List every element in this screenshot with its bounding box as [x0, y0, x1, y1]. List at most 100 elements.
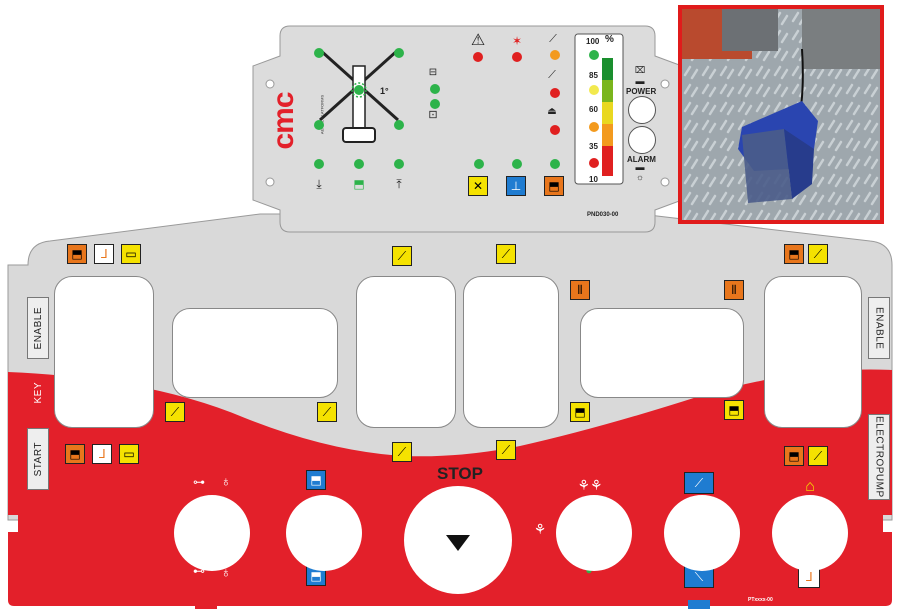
led-basket	[550, 159, 560, 169]
led-emergency	[474, 159, 484, 169]
boom-up-icon: ⟋	[684, 472, 714, 494]
alarm-light-icon: ☼	[635, 171, 645, 182]
weight-kg-icon: ⏏	[547, 106, 557, 117]
led-outrigger-down	[314, 159, 324, 169]
led-tilt-front-left	[314, 48, 324, 58]
boom-icon-top-right: ⟋	[808, 244, 828, 264]
power-off-icon: ⌧	[634, 64, 646, 75]
led-battery-85	[589, 85, 599, 95]
led-outrigger-up	[394, 159, 404, 169]
basket-icon-bottom-left: ⬒	[65, 444, 85, 464]
platform-person-icon: ⬒	[353, 177, 365, 191]
boom-limit-icon: ⟋	[549, 32, 557, 45]
engine-speed-icon: ♁	[220, 473, 232, 489]
alarm-battery-icon: ▬	[635, 161, 645, 172]
battery-icon: ▬	[635, 75, 645, 86]
screen-icon-bottom-left: ▭	[119, 444, 139, 464]
turtle-slow-icon: ●	[585, 563, 593, 577]
led-warning	[473, 52, 483, 62]
cutout-center-right	[463, 276, 559, 428]
display-panel-plate	[252, 25, 683, 233]
screen-icon-top-left: ▭	[121, 244, 141, 264]
scale-60: 60	[589, 105, 598, 114]
led-battery-100	[589, 50, 599, 60]
jib-icon-bottom-right: ᒧ	[798, 566, 820, 588]
enable-tab-right: ENABLE	[868, 297, 890, 359]
outrigger-icon-bottom-right: ⬒	[784, 446, 804, 466]
enable-tab-right-label: ENABLE	[873, 306, 885, 350]
led-tilt-center	[354, 85, 364, 95]
cutout-left-tall	[54, 276, 154, 428]
boom-icon-lower-left: ⟋	[165, 402, 185, 422]
led-basket-level	[430, 99, 440, 109]
engine-speed-low-icon: ♁	[220, 564, 232, 580]
scale-35: 35	[589, 142, 598, 151]
key-tab-left-label: KEY	[32, 382, 44, 404]
percent-sign: %	[605, 34, 614, 45]
stop-arrow-icon	[446, 535, 470, 551]
led-weight	[550, 125, 560, 135]
footer-code: PTxxxx-00	[748, 597, 773, 603]
cmc-logo-text: cmc	[267, 92, 300, 150]
speed-knob[interactable]	[558, 497, 630, 569]
engine-stop-icon: ⊷	[193, 564, 205, 578]
boom-icon-bottom-center-left: ⟋	[392, 442, 412, 462]
stop-button[interactable]	[404, 486, 512, 594]
electropump-tab-right-label: ELECTROPUMP	[873, 416, 885, 498]
cutout-right-wide	[580, 308, 744, 398]
rotation-icon-top: ⬒	[306, 470, 326, 490]
led-boom-lock	[550, 88, 560, 98]
boom-icon-lower-center: ⟋	[317, 402, 337, 422]
led-battery-60	[589, 122, 599, 132]
cmc-logo: cmc AERIAL PLATFORMS	[267, 72, 325, 162]
jib-icon-top-left: ᒧ	[94, 244, 114, 264]
stabilizer-icon-mid-left: ⫴	[570, 280, 590, 300]
outrigger-icon-top-right: ⬒	[784, 244, 804, 264]
boom-icon-bottom-right: ⟋	[808, 446, 828, 466]
outrigger-up-icon: ⤒	[396, 177, 402, 191]
tilt-angle-label: 1°	[380, 86, 389, 96]
key-tab-left: KEY	[27, 362, 49, 424]
alarm-button[interactable]	[628, 126, 656, 154]
load-weight-icon: ⊟	[428, 67, 438, 78]
rotation-knob[interactable]	[288, 497, 360, 569]
cutout-center-left	[356, 276, 456, 428]
boom-down-icon: ⟍	[684, 566, 714, 588]
boom-lock-icon: ⟋	[548, 68, 556, 81]
outrigger-down-icon: ⤓	[316, 177, 322, 191]
led-battery-35	[589, 158, 599, 168]
start-tab-left-label: START	[32, 441, 44, 477]
boom-knob[interactable]	[666, 497, 738, 569]
warning-triangle-icon: ⚠	[470, 32, 486, 49]
led-tilt-front-right	[394, 48, 404, 58]
led-tilt-rear-right	[394, 120, 404, 130]
stabilizer-icon-mid-right: ⫴	[724, 280, 744, 300]
boom-icon-bottom-center-right: ⟋	[496, 440, 516, 460]
boom-icon-top-center-right: ⟋	[496, 244, 516, 264]
rotation-icon-bottom: ⬒	[306, 566, 326, 586]
platform-floor-photo	[682, 9, 880, 220]
enable-tab-left-label: ENABLE	[32, 306, 44, 350]
led-boom-limit	[550, 50, 560, 60]
enable-tab-left: ENABLE	[27, 297, 49, 359]
led-overload	[512, 52, 522, 62]
jib-icon-bottom-left: ᒧ	[92, 444, 112, 464]
outrigger-stand-icon: ⊥	[506, 176, 526, 196]
photo-inset	[678, 5, 884, 224]
power-button[interactable]	[628, 96, 656, 124]
emergency-person-icon: ✕	[468, 176, 488, 196]
basket-control-icon: ⬒	[544, 176, 564, 196]
home-knob[interactable]	[774, 497, 846, 569]
basket-icon-lower-right: ⬒	[724, 400, 744, 420]
led-tilt-rear-left	[314, 120, 324, 130]
engine-knob[interactable]	[176, 497, 248, 569]
basket-icon-lower-mid: ⬒	[570, 402, 590, 422]
led-platform-center	[354, 159, 364, 169]
overload-alarm-icon: ✶	[511, 34, 523, 48]
home-icon: ⌂	[805, 478, 815, 495]
led-outriggers	[512, 159, 522, 169]
cutout-left-wide	[172, 308, 338, 398]
engine-start-icon: ⊶	[193, 475, 205, 489]
basket-level-icon: ⊡	[428, 108, 438, 121]
basket-icon-top-left: ⬒	[67, 244, 87, 264]
